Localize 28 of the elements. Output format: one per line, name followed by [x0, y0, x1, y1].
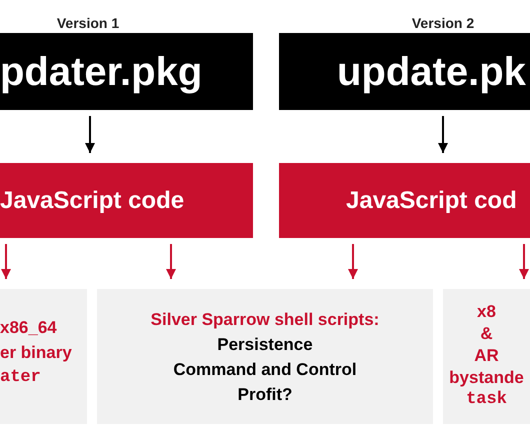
arrow [166, 244, 176, 279]
package-box [0, 33, 253, 110]
box-heading: Silver Sparrow shell scripts: [150, 309, 380, 331]
code-label: JavaScript code [0, 188, 184, 212]
list-item: Persistence [217, 334, 313, 356]
arrow [348, 244, 358, 279]
binary-text: & [480, 323, 493, 345]
binary-text: bystande [449, 367, 524, 389]
arrow [519, 244, 529, 279]
arrow [1, 244, 11, 279]
arrow [85, 116, 95, 153]
code-label: JavaScript cod [346, 188, 517, 212]
version-label: Version 2 [410, 14, 476, 33]
version-label: Version 1 [56, 14, 120, 33]
package-name: pdater.pkg [0, 52, 202, 92]
binary-text: x86_64 [0, 317, 58, 339]
code-box [0, 163, 253, 238]
list-item: Profit? [238, 384, 292, 406]
package-box [279, 33, 530, 110]
code-box [279, 163, 530, 238]
binary-text: er binary [0, 342, 73, 364]
binary-text: x8 [477, 301, 496, 323]
binary-text: task [466, 389, 507, 411]
package-name: update.pk [337, 52, 526, 92]
arrow [438, 116, 448, 153]
binary-text: AR [474, 345, 499, 367]
list-item: Command and Control [173, 359, 357, 381]
binary-text: ater [0, 367, 42, 389]
